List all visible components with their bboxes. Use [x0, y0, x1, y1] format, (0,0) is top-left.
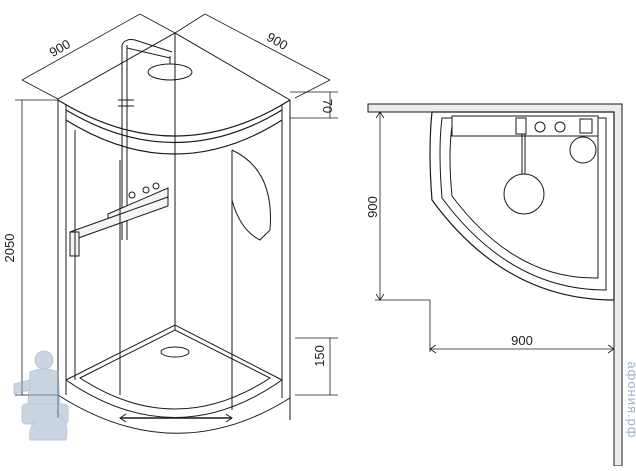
isometric-view: [15, 13, 338, 434]
plan-depth-label: 900: [365, 196, 380, 218]
plan-tray: [429, 111, 615, 301]
control-panel: [69, 182, 169, 257]
watermark-text: aфония.рф: [625, 361, 636, 438]
shower-tray: [57, 324, 291, 434]
iso-dimension-lines: [15, 13, 338, 396]
iso-width-left-label: 900: [47, 36, 73, 60]
plumber-mascot-logo: [13, 350, 69, 441]
back-walls: [57, 32, 291, 398]
plan-dimension-lines: [375, 111, 615, 356]
plan-control-bar: [451, 115, 599, 137]
plan-shower-head: [503, 134, 545, 215]
plan-drain: [569, 136, 597, 164]
plan-width-label: 900: [511, 333, 533, 348]
glass-doors: [74, 130, 272, 410]
iso-height-label: 2050: [2, 234, 17, 263]
iso-tray-height-label: 150: [312, 345, 327, 367]
plan-view: [367, 103, 623, 467]
iso-top-offset-label: 70: [320, 99, 335, 113]
iso-width-right-label: 900: [264, 29, 290, 53]
top-curve: [57, 99, 291, 155]
